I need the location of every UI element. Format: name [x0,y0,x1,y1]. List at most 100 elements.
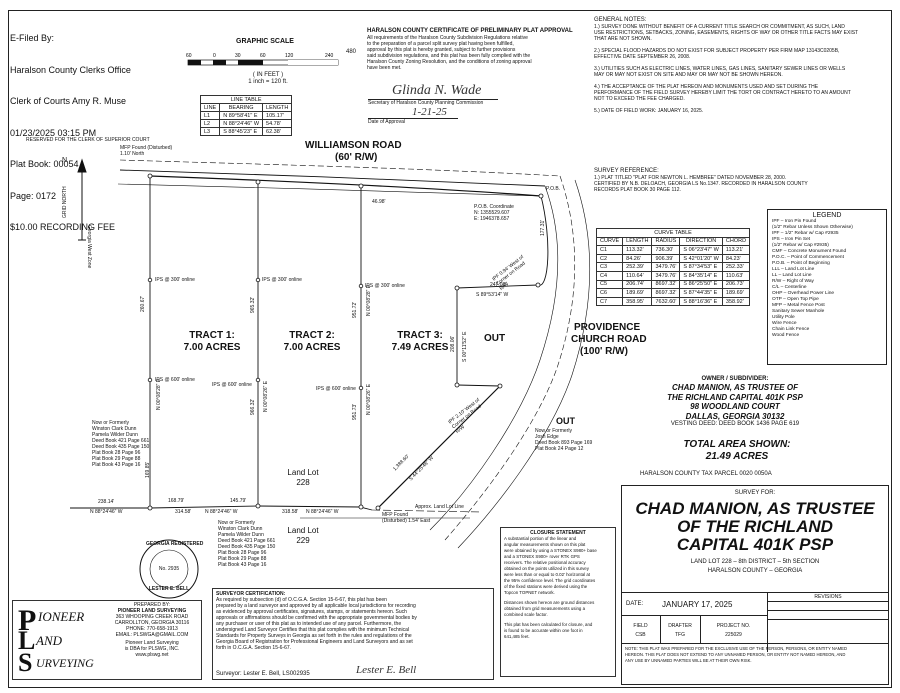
zone-label: Georgia West Zone [86,225,92,269]
pob-label: P.O.B. [546,186,561,192]
graphic-scale-bar: 60 0 30 60 120 240 [186,53,339,66]
use-note: NOTE: THIS PLAT WAS PREPARED FOR THE EXC… [625,646,847,663]
scale-tick: 120 [285,53,294,59]
out-label-2: OUT [556,416,575,426]
providence-road-rw: (100' R/W) [580,346,628,357]
tract-3-label: TRACT 3:7.49 ACRES [391,330,449,353]
bearing-label: N 00°08'28" E [366,284,372,316]
line-table-header: LINE [199,103,221,112]
owner-block: OWNER / SUBDIVIDER: CHAD MANION, AS TRUS… [667,376,803,427]
efiling-line: Clerk of Courts Amy R. Muse [10,96,127,106]
bearing-label: N 00°08'26" E [263,380,269,412]
county-sig-date: 1-21-25 [412,106,447,118]
total-area: TOTAL AREA SHOWN: 21.49 ACRES [683,439,791,462]
mfp-bottom-label: MFP Found (Disturbed) 1.54' East [382,512,431,524]
dim-label: 46.98' [372,199,386,205]
scale-ratio: 1 inch = 120 ft. [248,79,288,85]
seal-ring-text: GEORGIA REGISTERED [146,541,204,547]
surveyor-name: Surveyor: Lester E. Bell, LS002935 [216,671,310,677]
dim-label: 314.58' [175,509,192,515]
efiling-stamp: E-Filed By: Haralson County Clerks Offic… [10,12,131,243]
reserved-note: RESERVED FOR THE CLERK OF SUPERIOR COURT [26,137,150,143]
dim-label: 966.32' [250,398,256,415]
bearing-label: N 88°24'46" W [306,509,339,515]
ips-600-3: IPS @ 600' online [316,386,356,392]
ips-online-1: IPS @ 300' online [155,277,195,283]
drawing-border [8,10,892,688]
scale-tick: 240 [325,53,334,59]
tract-1-label: TRACT 1:7.00 ACRES [183,330,241,353]
logo-word-1: IONEER [38,609,85,624]
surveyor-signature: Lester E. Bell [356,664,417,676]
graphic-scale-title: GRAPHIC SCALE [236,38,294,45]
seal-number: No. 2935 [158,566,180,572]
survey-location-2: HARALSON COUNTY – GEORGIA [707,568,803,574]
efiling-line: Haralson County Clerks Office [10,64,131,75]
dim-label: 318.58' [282,509,299,515]
scale-tick: 30 [235,53,241,59]
logo-letter-l: L [18,626,36,655]
north-label: N [62,157,68,164]
company-logo-block [12,600,202,680]
line-table-header: BEARING [219,103,264,112]
bearing-label: N 88°24'46" W [90,509,123,515]
dim-label: 169.85' [145,461,151,478]
dim-label: 247.08' [490,282,507,288]
bearing-label: N 00°08'26" E [366,383,372,415]
survey-title: CHAD MANION, AS TRUSTEE OF THE RICHLAND … [635,499,875,554]
surveyor-certification: SURVEYOR CERTIFICATION: As required by s… [212,588,494,680]
williamson-road-label: WILLIAMSON ROAD [305,140,402,151]
scale-tick: 60 [186,53,192,59]
title-block [621,485,889,685]
county-sig-label: Secretary of Haralson County Planning Co… [368,100,484,106]
county-certificate: HARALSON COUNTY CERTIFICATE OF PRELIMINA… [367,28,589,71]
efiling-line: Plat Book: 00054 [10,159,79,169]
williamson-road-rw: (60' R/W) [335,152,378,163]
county-date-label: Date of Approval [368,119,405,125]
bearing-label: S 00°11'52" E [462,331,468,363]
survey-reference: SURVEY REFERENCE: 1.) PLAT TITLED "PLAT … [594,168,808,193]
grid-north-label: GRID NORTH [62,186,68,218]
logo-word-3: URVEYING [36,656,94,670]
line-table-title: LINE TABLE [199,95,293,104]
efiling-line: 01/23/2025 03:15 PM [10,127,97,138]
surveyor-seal [139,539,199,599]
seal-name: LESTER E. BELL [148,586,190,592]
providence-road-label: PROVIDENCE [574,322,641,333]
scale-tick: 0 [213,53,216,59]
scale-tick-last: 480 [346,49,357,55]
out-label-1: OUT [484,333,506,344]
dim-label: 951.73' [352,403,358,420]
survey-location-1: LAND LOT 228 – 8th DISTRICT – 5th SECTIO… [690,559,820,565]
county-signature: Glinda N. Wade [392,83,482,98]
scale-unit: ( IN FEET ) [252,72,284,78]
general-notes: GENERAL NOTES: 1.) SURVEY DONE WITHOUT B… [594,17,884,114]
date-label: DATE: [626,601,644,607]
tract-2-label: TRACT 2:7.00 ACRES [283,330,341,353]
general-notes-title: GENERAL NOTES: [594,17,647,23]
efiling-line: E-Filed By: [10,33,55,43]
ips-600-2: IPS @ 600' online [212,382,252,388]
efiling-line: Page: 0172 [10,190,57,201]
survey-for-label: SURVEY FOR: [734,490,776,496]
dim-label: 145.79' [230,498,247,504]
mfp-disturbed-label: MFP Found (Disturbed) 1.10' North [120,145,173,157]
line-table-header: LENGTH [262,103,293,112]
survey-date: JANUARY 17, 2025 [662,600,733,609]
bearing-label: N 00°08'28" E [156,378,162,410]
dim-label: 951.72' [352,301,358,318]
bearing-label: S 89°53'14" W [476,292,509,298]
county-cert-title: HARALSON COUNTY CERTIFICATE OF PRELIMINA… [367,28,573,34]
logo-letter-p: P [18,604,37,637]
